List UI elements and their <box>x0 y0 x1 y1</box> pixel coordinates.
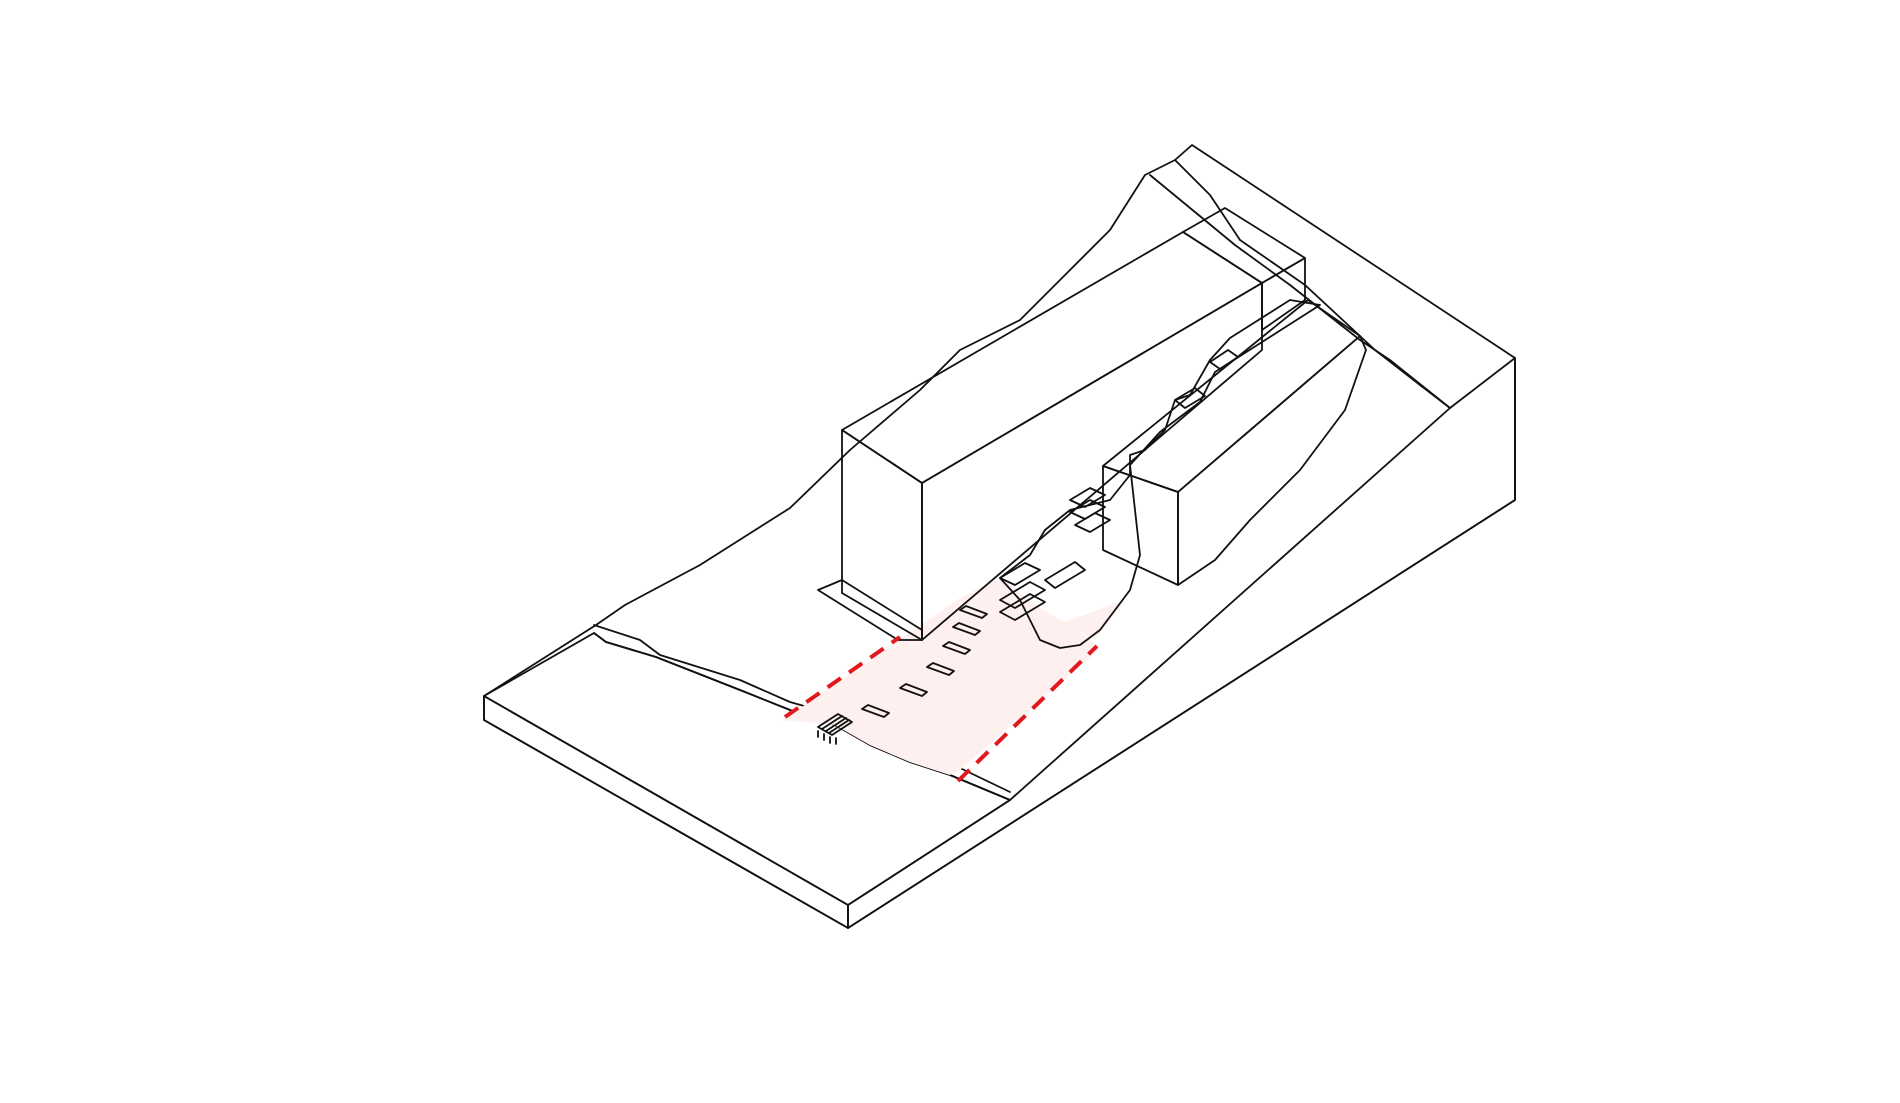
building-west-block <box>817 207 1306 641</box>
corridor-paving-marks <box>861 605 988 718</box>
terrain-slope <box>483 144 1516 929</box>
river-water-edge <box>483 695 849 929</box>
public-corridor-main <box>783 578 1100 775</box>
stepped-terraces <box>999 349 1239 621</box>
building-east-block <box>1102 299 1367 586</box>
corridor-upper-zone <box>999 299 1321 649</box>
waterfront-stairs <box>817 713 853 745</box>
corridor-boundary-dashed-lines <box>783 635 1099 783</box>
